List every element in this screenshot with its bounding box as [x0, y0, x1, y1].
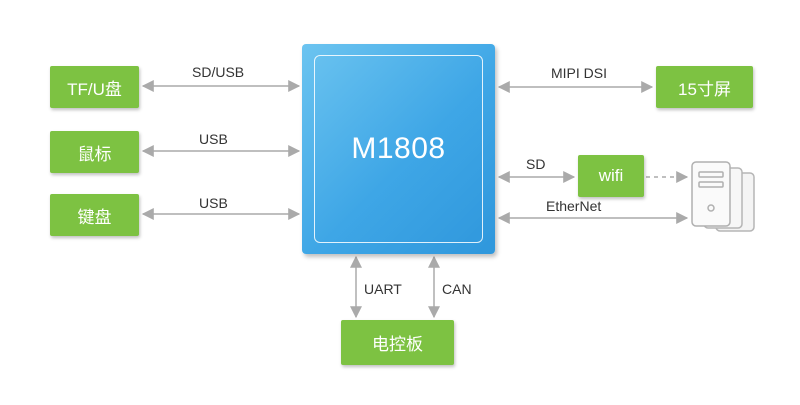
- processor-block: M1808: [302, 44, 495, 254]
- display-box: 15寸屏: [656, 66, 753, 108]
- processor-inner-frame: M1808: [314, 55, 483, 243]
- keyboard-interface-label: USB: [199, 195, 228, 211]
- wifi-label: wifi: [598, 166, 624, 185]
- uart-interface-label: UART: [364, 281, 402, 297]
- keyboard-label: 键盘: [77, 207, 112, 227]
- keyboard-box: 键盘: [50, 194, 139, 236]
- server-icon: [691, 161, 755, 232]
- mouse-label: 鼠标: [77, 144, 112, 164]
- control-board-box: 电控板: [341, 320, 454, 365]
- wifi-box: wifi: [578, 155, 644, 197]
- mouse-interface-label: USB: [199, 131, 228, 147]
- control-board-label: 电控板: [372, 335, 423, 354]
- display-label: 15寸屏: [678, 79, 731, 99]
- display-interface-label: MIPI DSI: [551, 65, 608, 81]
- tf-u-disk-interface-label: SD/USB: [192, 64, 245, 80]
- tf-u-disk-box: TF/U盘: [50, 66, 139, 108]
- wifi-interface-label: SD: [526, 156, 546, 172]
- tf-u-disk-label: TF/U盘: [67, 79, 122, 99]
- mouse-box: 鼠标: [50, 131, 139, 173]
- processor-label: M1808: [351, 132, 446, 165]
- ethernet-interface-label: EtherNet: [546, 198, 602, 214]
- can-interface-label: CAN: [442, 281, 472, 297]
